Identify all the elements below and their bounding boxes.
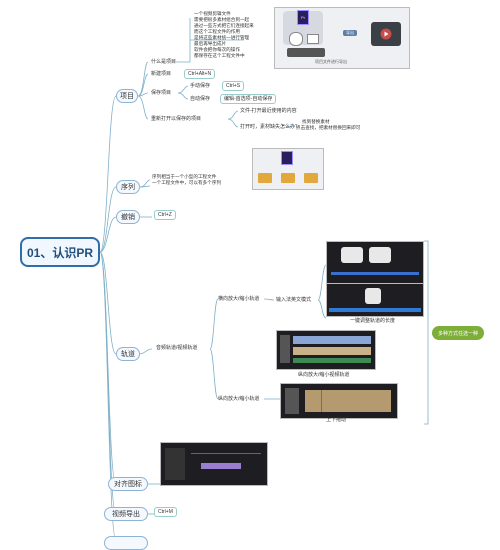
save-project-label: 保存项目 <box>151 90 172 96</box>
reopen-step-missing: 打开时，素材缺失怎么办？ <box>240 124 301 130</box>
clip-block <box>201 463 241 469</box>
sequence-folder-icon <box>281 173 295 183</box>
premiere-pro-icon: Pr <box>297 10 309 25</box>
tracks-types-label: 音频轨道/视频轨道 <box>156 345 198 351</box>
branch-export[interactable]: 视频导出 <box>104 507 148 521</box>
what-is-project-label: 什么是项目 <box>151 59 177 65</box>
any-method-tag: 多种方式任选一种 <box>432 326 484 340</box>
undo-shortcut: Ctrl+Z <box>154 210 176 220</box>
timeline-ruler <box>191 453 261 454</box>
align-icon-screenshot <box>160 442 268 486</box>
backslash-key-screenshot <box>326 283 424 317</box>
film-reel-icon <box>289 32 303 46</box>
audio-clip <box>293 358 371 363</box>
video-track-screenshot <box>276 330 376 370</box>
tool-panel <box>165 448 185 480</box>
video-clip <box>293 347 371 355</box>
project-description: 一个视频剪辑文件 需要把很多素材组合到一起 通过一些方式把它们连接起来 而这个工… <box>194 11 254 58</box>
tracks-horizontal-zoom-label: 横向放大/缩小轨道 <box>218 296 260 302</box>
manual-save-label: 手动保存 <box>190 83 211 89</box>
sequence-description: 序列相当于一个小型的工程文件 一个工程文件中，可以有多个序列 <box>152 174 221 185</box>
keyboard-screenshot <box>326 241 424 289</box>
timeline-track <box>331 272 419 275</box>
tracks-vertical-zoom-label: 纵向放大/缩小轨道 <box>218 396 260 402</box>
root-topic[interactable]: 01、认识PR <box>20 237 100 267</box>
export-shortcut: Ctrl+M <box>154 507 177 517</box>
video-output-thumb <box>371 22 401 46</box>
reopen-project-label: 重新打开以保存的项目 <box>151 116 202 122</box>
plus-key <box>369 247 391 263</box>
missing-media-fix: 找到替换素材 点击查找，把素材替换回来即可 <box>296 119 361 130</box>
minus-key <box>341 247 363 263</box>
new-project-label: 新建项目 <box>151 71 172 77</box>
export-arrow-label: 导出 <box>343 30 357 36</box>
branch-tracks[interactable]: 轨道 <box>116 347 140 361</box>
image-icon <box>307 34 319 44</box>
drag-screenshot <box>280 383 398 419</box>
sequence-folder-icon <box>304 173 318 183</box>
branch-sequence[interactable]: 序列 <box>116 180 140 194</box>
branch-project[interactable]: 项目 <box>116 89 138 103</box>
video-clip-thumbnails <box>305 390 391 412</box>
track-headers <box>280 335 290 363</box>
branch-align[interactable]: 对齐图标 <box>108 477 148 491</box>
play-icon <box>380 28 392 40</box>
auto-save-label: 自动保存 <box>190 96 211 102</box>
drag-caption: 上下拖动 <box>326 417 347 423</box>
backslash-key <box>365 288 381 304</box>
manual-save-shortcut: Ctrl+S <box>222 81 245 91</box>
reopen-step-recent: 文件-打开最近使用的内容 <box>240 108 297 114</box>
sequence-illustration <box>252 148 324 190</box>
auto-save-path: 编辑-首选项-自动保存 <box>220 94 277 104</box>
timeline-track <box>329 308 421 312</box>
track-headers <box>285 388 299 414</box>
track-length-caption: 一键调整轨道的长度 <box>350 318 396 324</box>
playhead <box>321 390 322 412</box>
ime-english-mode-label: 输入法英文模式 <box>276 297 312 303</box>
timeline-bar <box>287 48 325 57</box>
sequence-folder-icon <box>258 173 272 183</box>
new-project-shortcut: Ctrl+Alt+N <box>184 69 216 79</box>
premiere-pro-icon <box>281 151 293 165</box>
branch-partial-bottom[interactable] <box>104 536 148 550</box>
branch-undo[interactable]: 撤销 <box>116 210 140 224</box>
vertical-zoom-caption: 纵向放大/缩小视频轨道 <box>298 372 350 378</box>
project-illustration: Pr 导出 项目文件进行导出 <box>274 7 410 69</box>
video-clip <box>293 336 371 344</box>
project-illustration-caption: 项目文件进行导出 <box>315 59 347 64</box>
